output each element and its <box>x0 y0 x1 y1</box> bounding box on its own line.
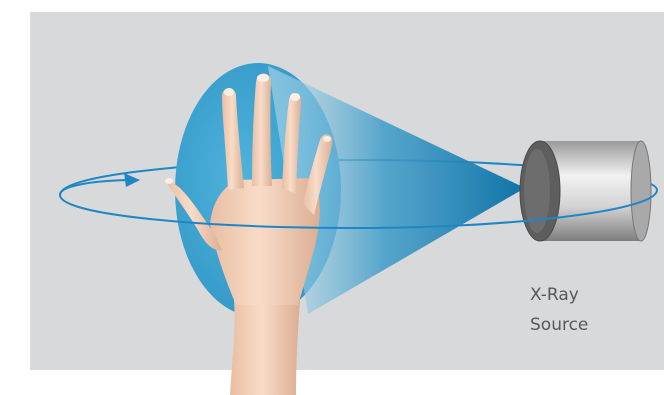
xray-beam <box>268 66 525 314</box>
orbit-arrowhead <box>124 173 140 187</box>
source-cylinder-icon <box>519 140 652 242</box>
rotation-arrow-icon <box>58 179 658 230</box>
source-label-line1: X-Ray <box>530 285 579 305</box>
hand-icon <box>165 73 333 395</box>
source-label-line2: Source <box>530 315 588 335</box>
source-label: X-Ray Source <box>530 285 588 335</box>
